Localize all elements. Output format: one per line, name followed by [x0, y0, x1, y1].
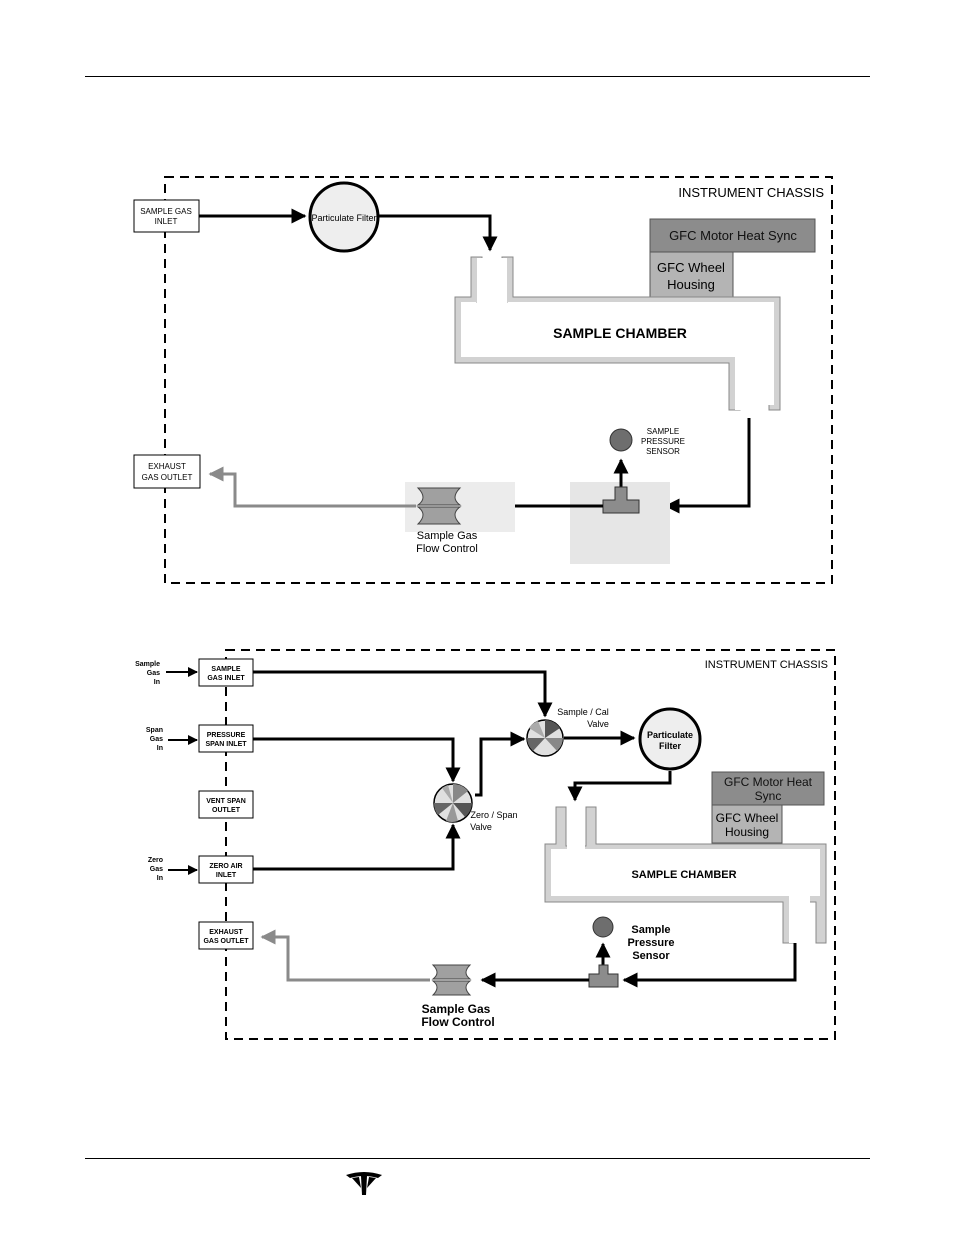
sample-chamber-2-label: SAMPLE CHAMBER	[631, 869, 736, 881]
gfc-wheel-housing-2-label-1: GFC Wheel	[716, 811, 779, 825]
gfc-wheel-housing-label-1: GFC Wheel	[657, 260, 725, 275]
gfc-motor-heat-sync-2-label-1: GFC Motor Heat	[724, 775, 813, 789]
zero-span-valve-label-2: Valve	[470, 822, 492, 832]
zero-gas-in-2: Gas	[150, 866, 163, 873]
flow-line-chamber-to-sensor	[664, 418, 751, 514]
span-gas-in-2: Gas	[150, 736, 163, 743]
exhaust-line	[208, 466, 416, 508]
sample-pressure-sensor	[609, 428, 633, 452]
sensor-2-label-3: Sensor	[632, 950, 670, 962]
footer-rule	[85, 1158, 870, 1159]
sample-pressure-sensor-2	[592, 916, 614, 938]
sample-gas-in-2: Gas	[147, 670, 160, 677]
span-gas-in-3: In	[157, 745, 163, 752]
exhaust-gas-outlet-box	[133, 454, 201, 489]
gfc-wheel-housing-label-2: Housing	[667, 277, 715, 292]
instrument-chassis-border-2	[225, 649, 836, 1040]
vent-span-outlet-label-1: VENT SPAN	[206, 798, 246, 805]
exhaust-gas-outlet-label-1: EXHAUST	[148, 462, 186, 471]
flow-line-sample-to-cal-valve	[253, 670, 553, 718]
teledyne-logo-icon	[346, 1172, 382, 1195]
sensor-label-2: PRESSURE	[641, 437, 685, 446]
flow-restrictor-icon-2	[431, 964, 472, 980]
zero-gas-in-3: In	[157, 875, 163, 882]
instrument-chassis-border	[164, 176, 833, 584]
sample-gas-inlet-label-1: SAMPLE GAS	[140, 207, 192, 216]
sample-chamber-inlet-port-2	[567, 808, 585, 850]
particulate-filter-2-label-2: Filter	[659, 741, 682, 751]
zero-gas-in-1: Zero	[148, 857, 163, 864]
chassis-label: INSTRUMENT CHASSIS	[678, 185, 824, 200]
sample-chamber-body	[461, 303, 774, 357]
sample-chamber-outlet-port-2	[789, 895, 810, 943]
zero-air-inlet-label-2: INLET	[216, 872, 237, 879]
sample-chamber-label: SAMPLE CHAMBER	[553, 325, 687, 341]
particulate-filter-2-label-1: Particulate	[647, 730, 693, 740]
particulate-filter-2	[638, 707, 702, 771]
flow-line-zero-to-zs-valve	[253, 823, 461, 871]
sensor-tee	[602, 486, 640, 514]
diagram-zero-span-flow: INSTRUMENT CHASSIS Sample Gas In Span Ga…	[135, 649, 836, 1040]
pressure-span-inlet-label-1: PRESSURE	[207, 732, 246, 739]
sample-gas-inlet-2-label-1: SAMPLE	[211, 666, 241, 673]
vent-span-outlet-label-2: OUTLET	[212, 807, 241, 814]
zero-air-inlet-label-1: ZERO AIR	[209, 863, 242, 870]
chassis-label-2: INSTRUMENT CHASSIS	[705, 659, 828, 671]
sample-gas-inlet-box-2	[198, 658, 254, 687]
sensor-2-label-1: Sample	[631, 924, 670, 936]
sample-cal-valve-label-1: Sample / Cal	[557, 707, 609, 717]
sample-gas-inlet-label-2: INLET	[155, 217, 178, 226]
pressure-span-inlet-label-2: SPAN INLET	[205, 741, 247, 748]
gfc-motor-heat-sync	[649, 218, 816, 253]
gfc-wheel-housing-2-label-2: Housing	[725, 825, 769, 839]
particulate-filter-label: Particulate Filter	[311, 213, 376, 223]
sensor-label-3: SENSOR	[646, 447, 680, 456]
flow-control-label-1: Sample Gas	[417, 530, 478, 542]
flow-line-chamber-to-sensor-2	[622, 943, 797, 988]
gfc-wheel-housing-2	[711, 804, 783, 844]
exhaust-gas-outlet-label-2: GAS OUTLET	[142, 473, 193, 482]
sensor-tee-2	[588, 964, 619, 988]
flow-control-label-2: Flow Control	[416, 543, 478, 555]
header-rule	[85, 76, 870, 77]
zero-air-inlet-box	[198, 855, 254, 884]
flow-restrictor-lower-icon-2	[431, 980, 472, 996]
flow-line-filter-to-chamber	[378, 214, 498, 252]
sample-chamber-body-2	[551, 849, 820, 896]
sample-gas-inlet-2-label-2: GAS INLET	[207, 675, 245, 682]
gfc-motor-heat-sync-label: GFC Motor Heat Sync	[669, 228, 797, 243]
zero-span-valve-icon	[433, 783, 473, 823]
vent-span-outlet-box	[198, 790, 254, 819]
sample-gas-inlet-box	[133, 199, 200, 233]
flow-line-filter-to-chamber-2	[567, 771, 672, 802]
flow-line-span-to-zs-valve	[253, 737, 461, 783]
sample-chamber-inlet-port	[477, 258, 507, 304]
zero-span-valve-label-1: Zero / Span	[470, 810, 517, 820]
diagram-basic-flow: INSTRUMENT CHASSIS SAMPLE GAS INLET Part…	[133, 176, 833, 584]
sample-cal-valve-label-2: Valve	[587, 719, 609, 729]
sample-gas-in-3: In	[154, 679, 160, 686]
sensor-label-1: SAMPLE	[647, 427, 679, 436]
exhaust-gas-outlet-box-2	[198, 921, 254, 950]
sample-gas-in-1: Sample	[135, 661, 160, 668]
flow-control-2-label-2: Flow Control	[421, 1015, 494, 1029]
pressure-span-inlet-box	[198, 724, 254, 753]
exhaust-line-2	[260, 929, 430, 982]
sensor-2-label-2: Pressure	[627, 937, 674, 949]
sample-cal-valve-icon	[526, 719, 564, 757]
gfc-motor-heat-sync-2-label-2: Sync	[755, 789, 782, 803]
exhaust-gas-outlet-2-label-1: EXHAUST	[209, 929, 243, 936]
flow-restrictor-lower-icon	[416, 506, 462, 525]
exhaust-gas-outlet-2-label-2: GAS OUTLET	[203, 938, 249, 945]
flow-control-2-label-1: Sample Gas	[422, 1002, 491, 1016]
flow-restrictor-icon	[416, 487, 462, 506]
span-gas-in-1: Span	[146, 727, 163, 734]
flow-line-zs-to-cal-valve	[475, 731, 526, 797]
gfc-motor-heat-sync-2	[711, 771, 825, 806]
sample-chamber-outlet-port	[735, 356, 764, 410]
